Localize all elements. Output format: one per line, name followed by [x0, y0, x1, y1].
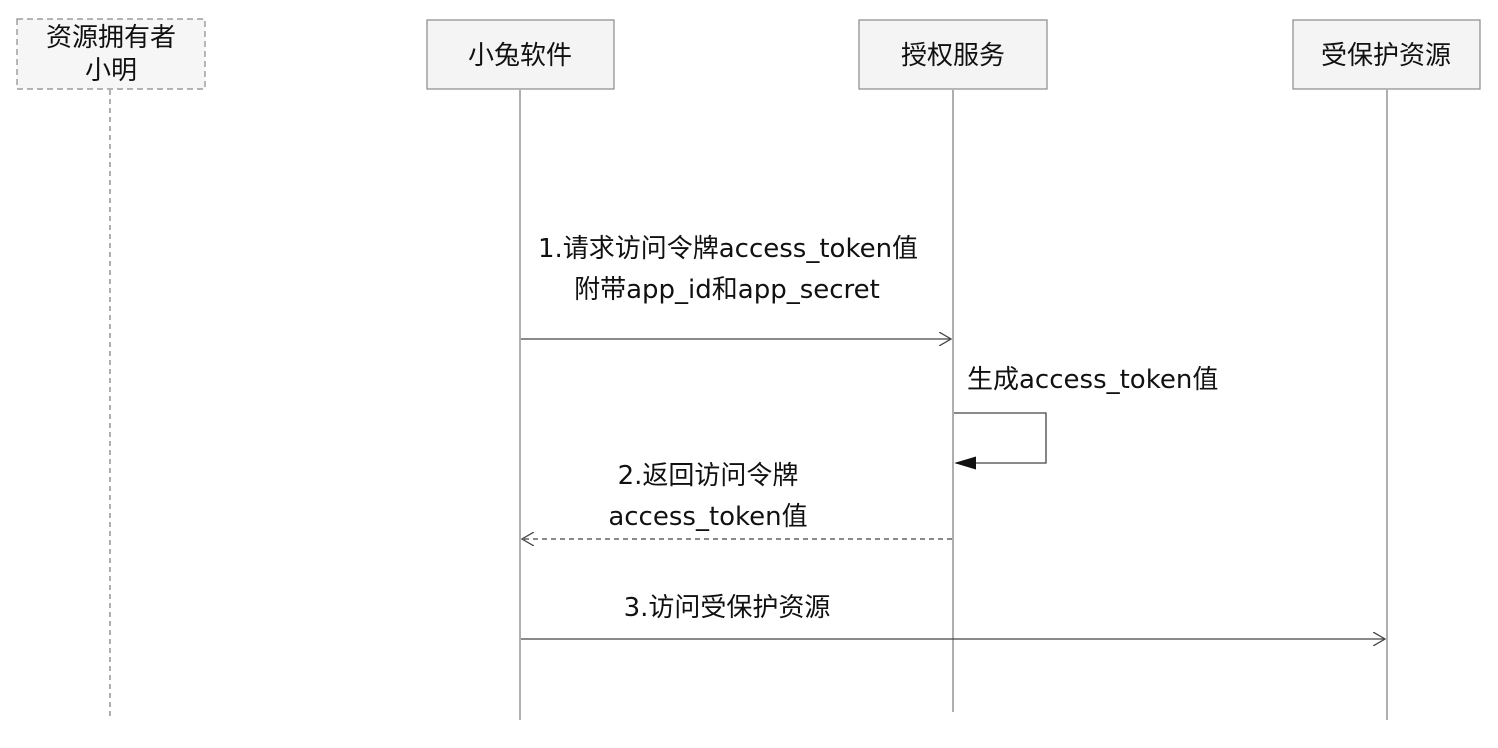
message-self-label: 生成access_token值 — [967, 365, 1218, 395]
participant-app: 小兔软件 — [426, 19, 615, 90]
participant-owner-line-1: 资源拥有者 — [46, 23, 176, 53]
message-1: 1.请求访问令牌access_token值 附带app_id和app_secre… — [521, 234, 951, 339]
message-1-line-1: 1.请求访问令牌access_token值 — [538, 234, 918, 264]
message-1-line-2: 附带app_id和app_secret — [574, 275, 880, 305]
message-2-line-2: access_token值 — [608, 502, 807, 532]
participant-resource: 受保护资源 — [1292, 19, 1481, 90]
participant-owner: 资源拥有者 小明 — [16, 18, 206, 90]
participant-resource-label: 受保护资源 — [1321, 41, 1451, 71]
message-3: 3.访问受保护资源 — [521, 593, 1385, 639]
participant-app-label: 小兔软件 — [468, 41, 572, 71]
message-3-label: 3.访问受保护资源 — [624, 593, 831, 623]
message-self-arrow — [954, 412, 1047, 463]
participant-auth-label: 授权服务 — [901, 41, 1005, 71]
participant-auth: 授权服务 — [858, 19, 1048, 90]
message-2-line-1: 2.返回访问令牌 — [618, 461, 799, 491]
message-2: 2.返回访问令牌 access_token值 — [522, 461, 952, 539]
participant-owner-line-2: 小明 — [85, 56, 137, 86]
message-self: 生成access_token值 — [954, 365, 1218, 463]
